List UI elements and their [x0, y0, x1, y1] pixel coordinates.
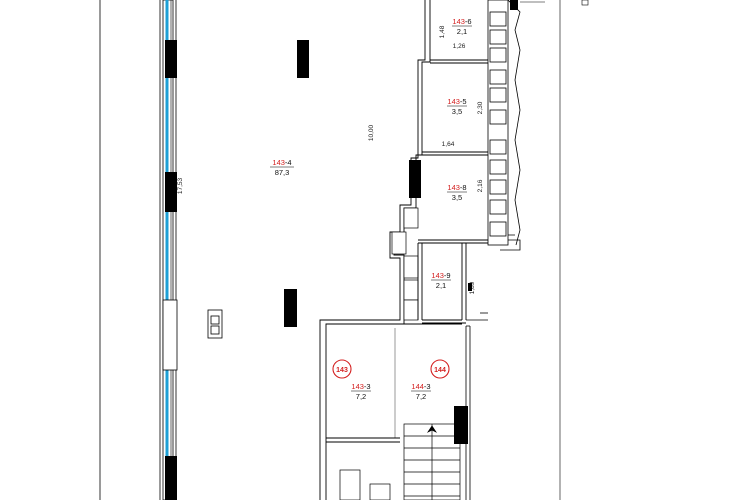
dim-label: 1,48 — [439, 25, 446, 38]
column — [297, 40, 309, 78]
svg-text:2,1: 2,1 — [436, 281, 446, 290]
svg-text:143-8: 143-8 — [447, 183, 466, 192]
room-label-143-8: 143-8 3,5 — [447, 183, 467, 202]
svg-text:143-5: 143-5 — [447, 97, 466, 106]
svg-text:3,5: 3,5 — [452, 193, 462, 202]
dim-label: 1,89 — [469, 281, 476, 294]
staircase — [339, 423, 461, 500]
column — [454, 406, 468, 444]
room-label-143-4: 143-4 87,3 — [270, 158, 294, 177]
left-facade-wall — [99, 0, 178, 500]
dim-label: 2,16 — [477, 179, 484, 192]
room-143-8-walls — [418, 239, 490, 244]
room-label-144-3: 144-3 7,2 — [411, 382, 431, 401]
room-marker-143: 143 — [332, 359, 352, 379]
svg-text:87,3: 87,3 — [275, 168, 290, 177]
dim-label: 1,26 — [453, 43, 466, 50]
room-label-143-6: 143-6 2,1 — [452, 17, 472, 36]
svg-text:3,5: 3,5 — [452, 107, 462, 116]
svg-text:143-9: 143-9 — [431, 271, 450, 280]
dim-label: 17,53 — [177, 177, 184, 194]
svg-text:2,1: 2,1 — [457, 27, 467, 36]
room-marker-144: 144 — [430, 359, 450, 379]
svg-text:143-6: 143-6 — [452, 17, 471, 26]
right-exterior-wall — [487, 0, 521, 251]
corridor-walls — [465, 312, 488, 500]
column — [284, 289, 297, 327]
room-label-143-9: 143-9 2,1 — [431, 271, 451, 290]
room-label-143-5: 143-5 3,5 — [447, 97, 467, 116]
svg-text:7,2: 7,2 — [416, 392, 426, 401]
radiator-symbol — [207, 309, 223, 339]
dim-label: 2,30 — [477, 101, 484, 114]
svg-text:143: 143 — [336, 367, 348, 374]
wall-fittings — [391, 207, 419, 321]
right-wall-column — [510, 0, 518, 10]
column — [409, 160, 421, 198]
rooms-143-3-144-3-walls — [326, 323, 462, 443]
svg-text:143-4: 143-4 — [272, 158, 291, 167]
room-143-6-walls — [430, 59, 490, 64]
room-143-5-walls — [422, 151, 490, 156]
wall-marker — [581, 0, 589, 6]
wall-marker — [468, 283, 472, 291]
svg-text:144-3: 144-3 — [411, 382, 430, 391]
svg-text:144: 144 — [434, 367, 446, 374]
dim-label: 1,64 — [442, 141, 455, 148]
room-label-143-3: 143-3 7,2 — [351, 382, 371, 401]
svg-text:143-3: 143-3 — [351, 382, 370, 391]
interior-partition — [319, 0, 431, 500]
svg-text:7,2: 7,2 — [356, 392, 366, 401]
room-143-9-walls — [417, 243, 467, 324]
dim-label: 10,00 — [368, 124, 375, 141]
